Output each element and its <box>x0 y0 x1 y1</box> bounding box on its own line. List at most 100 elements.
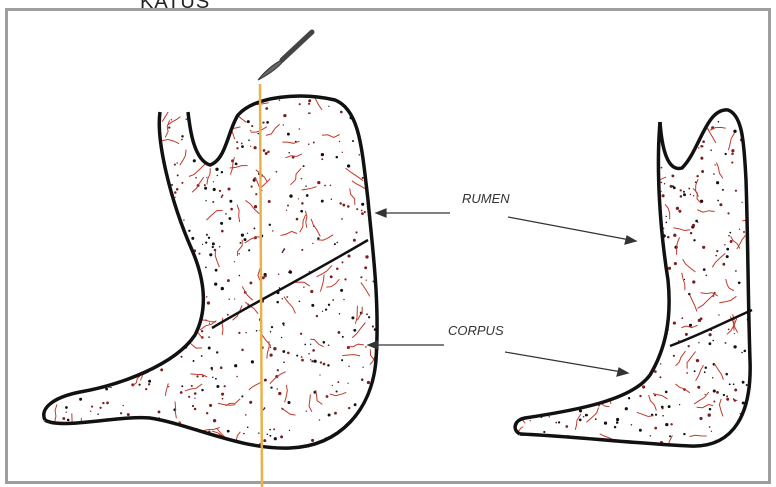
tissue-speckle <box>702 246 705 249</box>
tissue-speckle <box>85 175 87 177</box>
tissue-speckle <box>211 439 213 441</box>
blood-vessel <box>34 144 51 156</box>
tissue-speckle <box>538 136 541 139</box>
tissue-speckle <box>232 443 235 446</box>
blood-vessel <box>633 293 646 303</box>
tissue-speckle <box>168 126 170 128</box>
tissue-speckle <box>187 445 190 448</box>
tissue-speckle <box>253 227 255 229</box>
tissue-speckle <box>287 133 290 136</box>
tissue-speckle <box>712 340 714 342</box>
tissue-speckle <box>273 347 276 350</box>
tissue-speckle <box>514 251 517 254</box>
tissue-speckle <box>750 287 752 289</box>
tissue-speckle <box>244 238 247 241</box>
tissue-speckle <box>543 310 546 313</box>
tissue-speckle <box>354 112 357 115</box>
tissue-speckle <box>167 285 170 288</box>
tissue-speckle <box>103 329 105 331</box>
tissue-speckle <box>104 195 107 198</box>
tissue-speckle <box>361 210 363 212</box>
tissue-speckle <box>196 375 198 377</box>
tissue-speckle <box>515 404 517 406</box>
tissue-speckle <box>45 121 46 122</box>
tissue-speckle <box>537 220 539 222</box>
tissue-speckle <box>663 292 666 295</box>
tissue-speckle <box>514 386 517 389</box>
tissue-speckle <box>525 107 528 110</box>
tissue-speckle <box>207 301 210 304</box>
tissue-speckle <box>92 310 93 311</box>
tissue-speckle <box>574 156 577 159</box>
tissue-speckle <box>595 354 596 355</box>
tissue-speckle <box>133 221 135 223</box>
tissue-speckle <box>750 104 753 107</box>
tissue-speckle <box>68 138 71 141</box>
tissue-speckle <box>531 243 533 245</box>
tissue-speckle <box>97 108 98 109</box>
blood-vessel <box>160 267 177 269</box>
tissue-speckle <box>85 187 88 190</box>
tissue-speckle <box>181 292 184 295</box>
tissue-speckle <box>221 171 223 173</box>
blood-vessel <box>42 368 52 379</box>
tissue-speckle <box>56 227 58 229</box>
blood-vessel <box>571 175 578 191</box>
tissue-speckle <box>140 168 141 169</box>
tissue-speckle <box>311 439 314 442</box>
tissue-speckle <box>341 218 343 220</box>
blood-vessel <box>608 311 619 324</box>
tissue-speckle <box>144 264 146 266</box>
tissue-speckle <box>754 354 756 356</box>
tissue-speckle <box>129 191 132 194</box>
tissue-speckle <box>595 253 597 255</box>
tissue-speckle <box>283 124 284 125</box>
tissue-speckle <box>667 125 669 127</box>
tissue-speckle <box>61 313 64 316</box>
tissue-speckle <box>337 381 339 383</box>
tissue-speckle <box>156 347 158 349</box>
blood-vessel <box>112 138 120 155</box>
blood-vessel <box>380 397 392 414</box>
tissue-speckle <box>664 112 665 113</box>
tissue-speckle <box>161 439 163 441</box>
tissue-speckle <box>326 395 329 398</box>
tissue-speckle <box>587 122 590 125</box>
tissue-speckle <box>603 238 604 239</box>
tissue-speckle <box>53 340 56 343</box>
blood-vessel <box>509 407 511 424</box>
tissue-speckle <box>74 257 77 260</box>
tissue-speckle <box>530 420 531 421</box>
tissue-speckle <box>372 96 373 97</box>
tissue-speckle <box>212 377 213 378</box>
tissue-speckle <box>300 210 303 213</box>
blood-vessel <box>505 218 515 232</box>
tissue-speckle <box>198 253 200 255</box>
tissue-speckle <box>59 110 61 112</box>
tissue-speckle <box>665 216 666 217</box>
blood-vessel <box>525 341 534 354</box>
tissue-speckle <box>108 120 111 123</box>
tissue-speckle <box>754 189 756 191</box>
tissue-speckle <box>194 398 195 399</box>
tissue-speckle <box>78 212 79 213</box>
tissue-speckle <box>640 228 642 230</box>
tissue-speckle <box>703 120 705 122</box>
tissue-speckle <box>126 130 127 131</box>
tissue-speckle <box>310 290 313 293</box>
tissue-speckle <box>705 366 707 368</box>
tissue-speckle <box>276 301 279 304</box>
tissue-speckle <box>690 232 692 234</box>
blood-vessel <box>100 195 111 210</box>
tissue-speckle <box>213 419 216 422</box>
tissue-speckle <box>41 366 44 369</box>
tissue-speckle <box>361 212 364 215</box>
tissue-speckle <box>368 316 370 318</box>
tissue-speckle <box>115 296 118 299</box>
tissue-speckle <box>255 193 257 195</box>
tissue-speckle <box>150 210 153 213</box>
tissue-speckle <box>85 232 88 235</box>
tissue-speckle <box>159 220 160 221</box>
tissue-speckle <box>49 324 52 327</box>
tissue-speckle <box>192 405 194 407</box>
